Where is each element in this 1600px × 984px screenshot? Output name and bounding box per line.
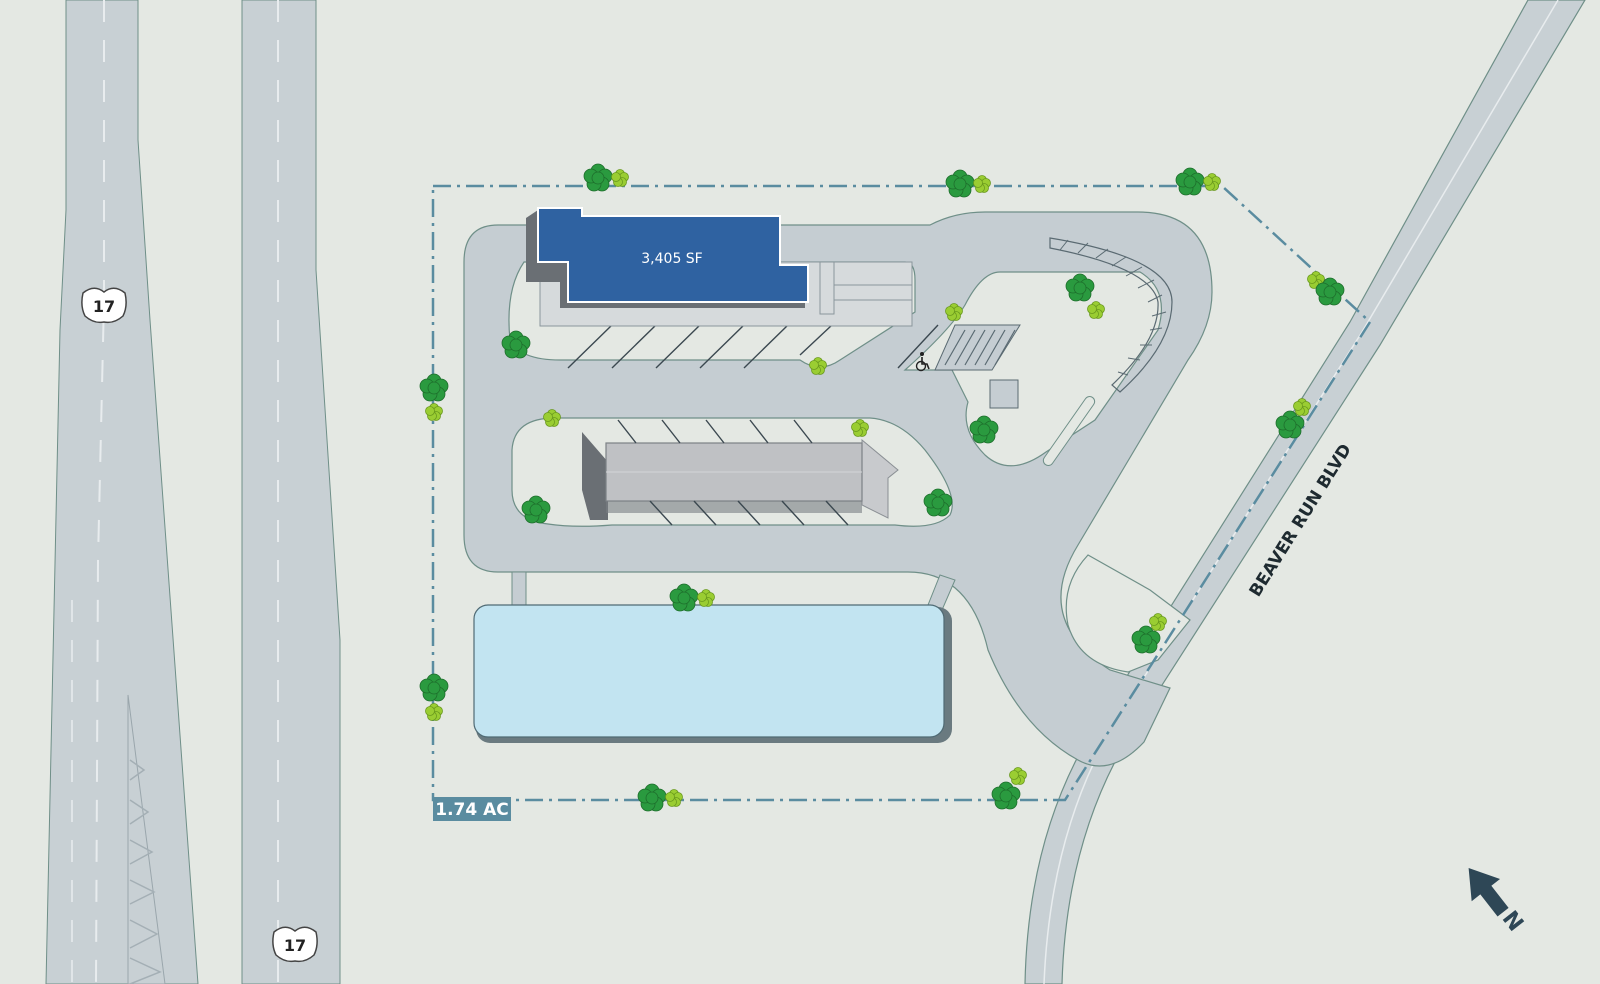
acreage-tag: 1.74 AC: [433, 797, 511, 821]
sidewalk-ramp: [819, 261, 912, 315]
drive-thru-hatch: [1049, 237, 1173, 393]
wheelchair-icon: [915, 352, 930, 372]
detention-pond: [473, 604, 945, 738]
acreage-label: 1.74 AC: [435, 800, 509, 820]
parking-stripes-center: [617, 419, 849, 526]
highway-shield-lower-number: 17: [284, 936, 306, 955]
highway-17: [45, 0, 341, 984]
landscape-island-southeast: [1065, 554, 1191, 673]
accessible-aisle-hatch: [944, 329, 1016, 366]
ramp-gore-area: [127, 694, 166, 984]
north-arrow-icon: [1468, 868, 1509, 917]
parking-stripes-north: [567, 324, 939, 369]
highway-shield-upper: 17: [81, 287, 127, 324]
building-area-label: 3,405 SF: [641, 251, 702, 267]
highway-left-lane-line: [95, 0, 105, 984]
center-canopy: [582, 432, 899, 520]
beaver-run-blvd-pavement: [1024, 0, 1586, 984]
pond-inlet-west: [511, 571, 527, 611]
building-footprint: [537, 207, 809, 303]
highway-shield-lower: 17: [272, 926, 318, 963]
highway-right-carriageway: [241, 0, 341, 984]
highway-left-carriageway: [45, 0, 199, 984]
utility-pad: [989, 379, 1019, 409]
highway-shield-upper-number: 17: [93, 297, 115, 316]
ramp-chevrons: [129, 759, 162, 984]
drive-thru-hatch-lines: [1059, 239, 1167, 376]
drive-thru-island: [1042, 396, 1096, 466]
